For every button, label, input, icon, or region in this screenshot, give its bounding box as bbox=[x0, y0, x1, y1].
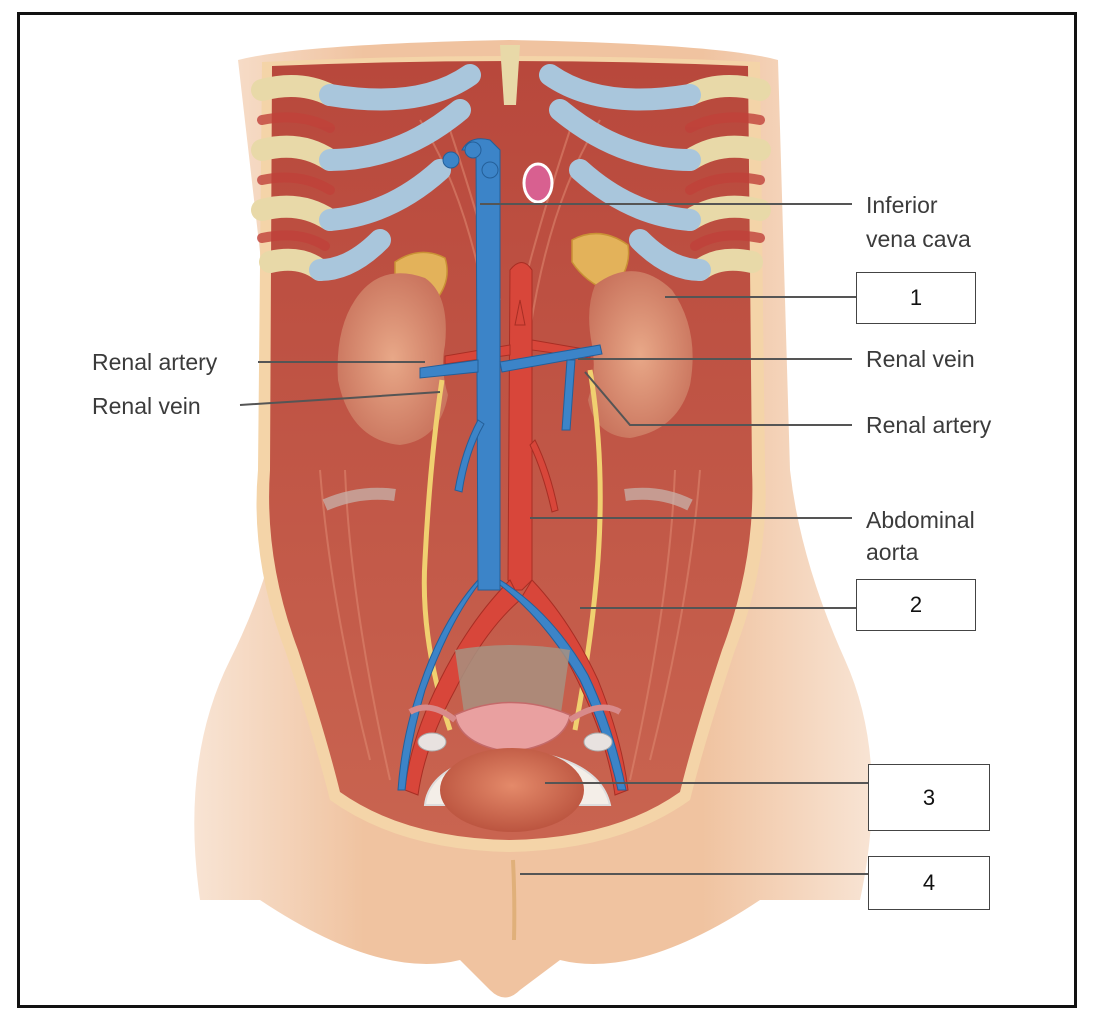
rib-cage bbox=[251, 45, 771, 281]
urethra bbox=[511, 859, 517, 941]
kidneys bbox=[337, 271, 693, 445]
answer-box-1[interactable]: 1 bbox=[856, 272, 976, 324]
label-aorta-line1: Abdominal bbox=[866, 507, 975, 533]
answer-box-2[interactable]: 2 bbox=[856, 579, 976, 631]
leader-renal-vein-left bbox=[239, 391, 441, 406]
label-ivc-line1: Inferior bbox=[866, 192, 938, 218]
answer-box-4[interactable]: 4 bbox=[868, 856, 990, 910]
leader-lines bbox=[239, 203, 868, 875]
label-renal-artery-left: Renal artery bbox=[92, 349, 218, 375]
label-renal-artery-right: Renal artery bbox=[866, 412, 992, 438]
urinary-bladder bbox=[423, 748, 612, 832]
answer-box-3[interactable]: 3 bbox=[868, 764, 990, 831]
leader-renal-artery-right bbox=[584, 371, 852, 426]
uterus-and-ovaries bbox=[408, 701, 622, 753]
inferior-vena-cava bbox=[397, 138, 627, 791]
label-ivc-line2: vena cava bbox=[866, 226, 971, 252]
label-renal-vein-right: Renal vein bbox=[866, 346, 975, 372]
label-renal-vein-left: Renal vein bbox=[92, 393, 201, 419]
label-aorta-line2: aorta bbox=[866, 539, 919, 565]
esophagus-opening bbox=[522, 162, 554, 204]
